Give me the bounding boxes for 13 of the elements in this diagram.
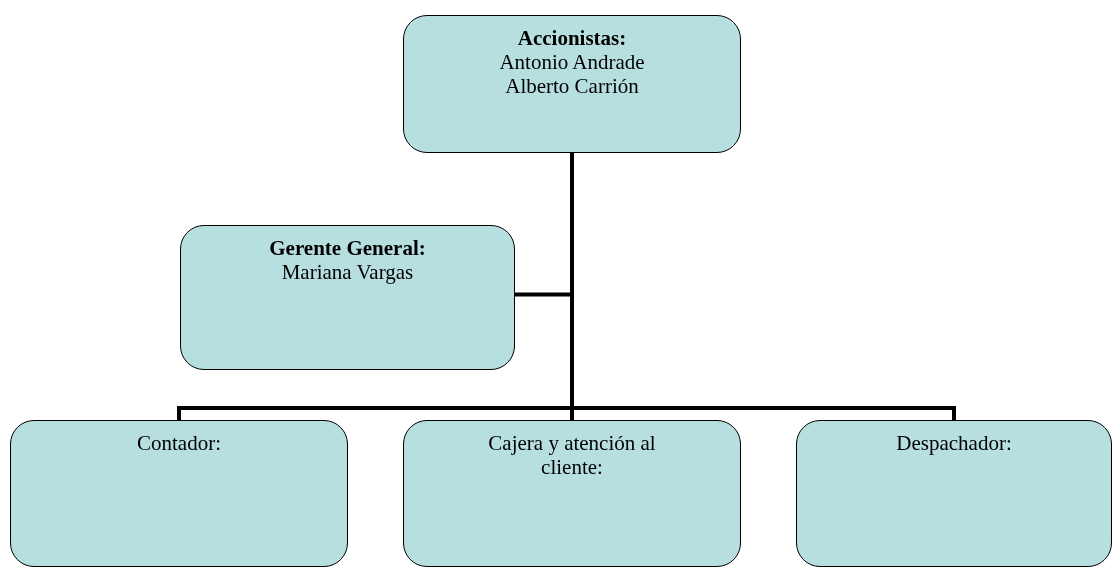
- org-box: [10, 420, 348, 567]
- org-box: [796, 420, 1112, 567]
- role-title: Cajera y atención al cliente:: [487, 431, 657, 479]
- role-title: Gerente General:: [269, 236, 426, 260]
- org-box: [180, 225, 515, 370]
- role-title: Contador:: [136, 431, 222, 455]
- role-title: Accionistas:: [517, 26, 627, 50]
- org-box: [403, 15, 741, 153]
- role-title: Despachador:: [895, 431, 1013, 455]
- person-name: Antonio Andrade: [499, 50, 645, 74]
- person-name: Mariana Vargas: [281, 260, 414, 284]
- org-box: [403, 420, 741, 567]
- person-name: Alberto Carrión: [505, 74, 639, 98]
